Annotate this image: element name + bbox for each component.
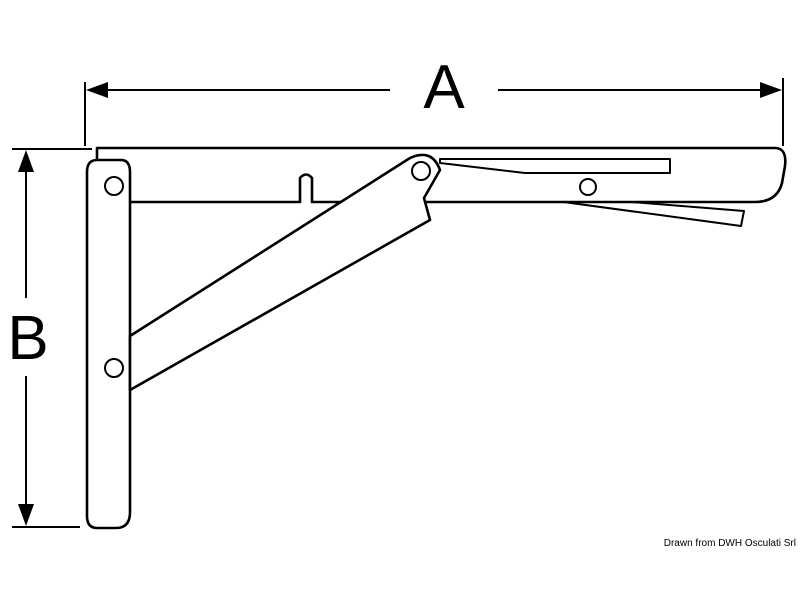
dimension-b-arrow-top — [18, 150, 34, 172]
vertical-arm-top-pin — [104, 176, 124, 196]
vertical-arm-bottom-pin — [104, 358, 124, 378]
credit-text: Drawn from DWH Osculati Srl — [664, 538, 796, 549]
dimension-b: B — [7, 148, 92, 528]
vertical-arm — [85, 158, 132, 530]
release-lever-upper — [439, 158, 671, 174]
diagonal-brace — [128, 153, 442, 392]
dimension-a: A — [84, 53, 784, 146]
brace-hinge-pin — [411, 161, 431, 181]
top-arm-pin — [579, 178, 597, 196]
dimension-a-arrow-left — [86, 82, 108, 98]
bracket — [85, 146, 787, 530]
dimension-a-arrow-right — [760, 82, 782, 98]
dimension-a-label: A — [423, 53, 465, 122]
dimension-b-label: B — [7, 304, 48, 373]
top-arm — [95, 146, 787, 204]
dimension-b-arrow-bottom — [18, 504, 34, 526]
